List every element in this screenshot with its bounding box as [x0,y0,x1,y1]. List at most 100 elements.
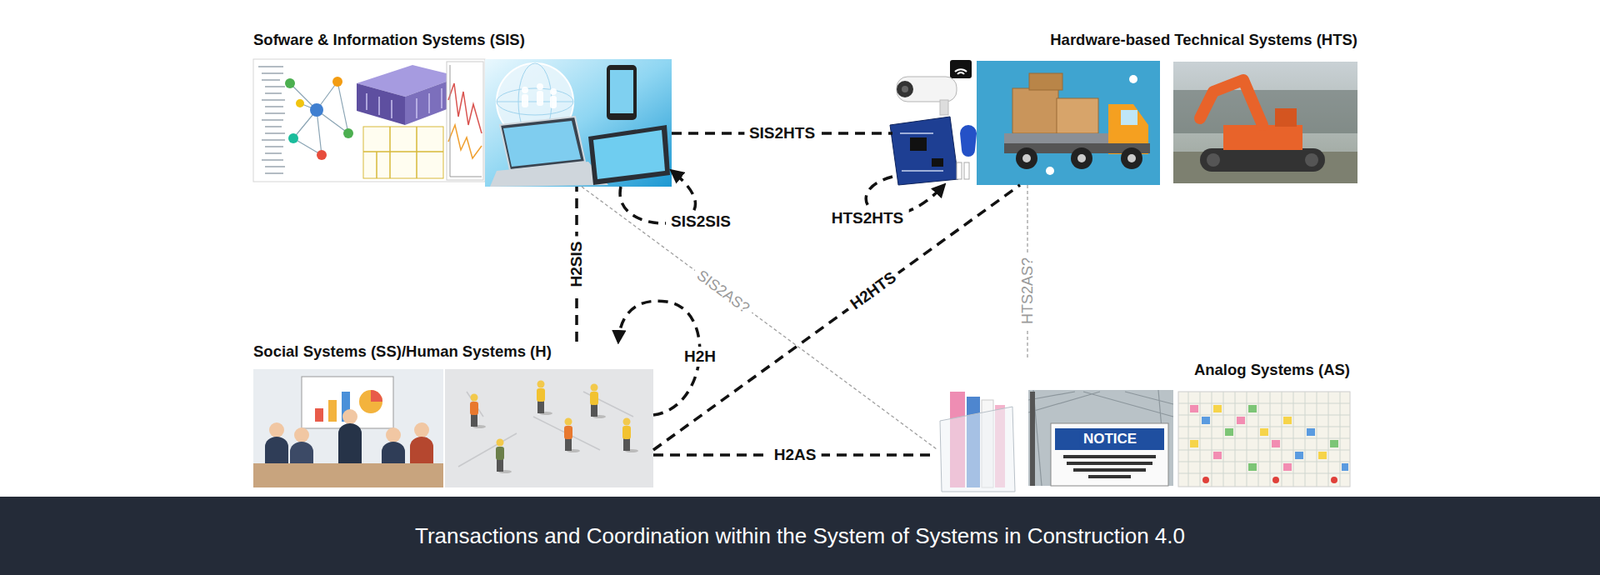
software-screenshots [448,83,482,134]
figurines-photo [470,394,486,430]
software-screenshots [253,59,485,182]
digital-devices-image [536,90,544,106]
truck-image [1029,73,1063,90]
digital-devices-image [503,120,581,167]
figurines-photo [590,384,599,392]
software-screenshots [316,150,327,160]
truck-image [1127,154,1136,163]
camera-rfid-image [901,85,909,93]
truck-image [1120,147,1143,170]
digital-devices-image [550,95,557,109]
figurines-photo [458,391,634,467]
meeting-illustration [410,436,434,464]
system-group: Analog Systems (AS) [936,360,1350,492]
robot-photo [1275,108,1297,127]
edge-label: SIS2HTS [744,123,820,144]
system-group: Sofware & Information Systems (SIS) [253,30,672,187]
edge-label: H2SIS [566,236,587,293]
figurines-photo [590,391,599,405]
software-screenshots [288,133,299,144]
software-screenshots [448,125,482,159]
group-heading: Social Systems (SS)/Human Systems (H) [253,341,654,362]
meeting-illustration [414,422,430,438]
system-group: Hardware-based Technical Systems (HTS) [892,30,1358,185]
meeting-illustration [253,369,444,488]
figurines-photo [537,400,545,414]
truck-image [976,60,1160,185]
figurines-photo [565,418,573,426]
figurines-photo [590,384,606,420]
software-screenshots [258,66,285,174]
figurines-photo [445,369,654,488]
system-group: Social Systems (SS)/Human Systems (H) [253,341,654,488]
figurines-photo [495,446,505,460]
planning-board-photo [1190,405,1199,413]
planning-board-photo [1202,476,1210,484]
digital-devices-image [588,125,670,185]
sign-text: NOTICE [1080,430,1140,448]
figurines-photo [564,425,573,440]
digital-devices-image [496,88,574,115]
camera-rfid-image [960,125,977,157]
planning-board-photo [1201,416,1210,425]
camera-rfid-image [955,69,967,75]
notice-sign-photo [1028,390,1174,486]
meeting-illustration [385,427,401,443]
software-screenshots [450,65,482,177]
planning-board-photo [1295,451,1304,460]
digital-devices-image [610,70,634,114]
figurines-photo [537,380,545,389]
meeting-illustration [301,376,394,429]
truck-image [1129,75,1138,84]
camera-rfid-image [956,162,962,180]
planning-board-photo [1190,405,1349,484]
truck-image [976,60,1160,185]
software-screenshots [356,83,405,125]
camera-rfid-image [890,60,977,185]
camera-rfid-image [950,60,972,79]
notice-sign-photo [1073,468,1146,472]
software-screenshots [446,61,484,180]
edge-label: H2AS [769,445,822,465]
digital-devices-image [521,94,529,108]
camera-rfid-image [910,137,927,151]
software-screenshots [295,99,305,108]
notice-sign-photo [1063,455,1156,479]
digital-devices-image [550,88,557,95]
camera-rfid-image [900,133,944,171]
truck-image [1022,154,1031,163]
digital-devices-image [485,59,672,187]
planning-board-photo [1260,428,1269,436]
caption-bar: Transactions and Coordination within the… [0,496,1600,575]
planning-board-photo [1225,428,1234,436]
figurines-photo [622,418,639,454]
edge-label: HTS2AS? [1017,252,1038,330]
notice-sign-photo [1030,391,1035,486]
planning-board-photo [1271,440,1280,448]
robot-photo [1200,80,1263,125]
software-screenshots [253,59,485,182]
software-screenshots [285,78,295,89]
meeting-illustration [370,390,383,402]
meeting-illustration [315,408,324,422]
camera-rfid-image [931,158,944,167]
camera-rfid-image [890,116,959,185]
robot-photo [1305,153,1319,167]
truck-image [1077,154,1086,163]
planning-board-photo [1178,391,1350,487]
digital-devices-image [490,161,609,187]
meeting-illustration [338,423,362,464]
camera-rfid-image [940,100,949,115]
edge-label: SIS2SIS [665,211,736,232]
meeting-illustration [269,422,285,438]
edge-label: H2H [679,346,721,367]
software-screenshots [343,128,354,139]
meeting-illustration [381,441,405,464]
figurines-photo [536,380,553,416]
figurines-photo [470,401,479,415]
figurines-photo [565,437,572,451]
planning-board-photo [1283,416,1292,425]
planning-board-photo [1248,463,1257,471]
